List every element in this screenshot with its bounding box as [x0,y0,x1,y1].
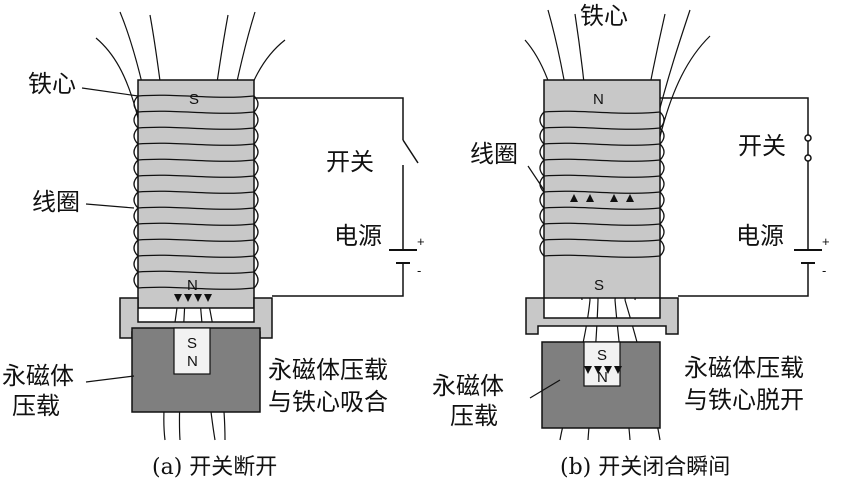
circuit-b [660,97,822,297]
plus-a: + [417,234,425,249]
diagram-b: N S S N [432,2,830,480]
magnet-top-pole-a: S [187,335,197,352]
state-a-1: 永磁体压载 [268,356,388,384]
magnet-arrows-b [584,366,622,374]
label-coil-a: 线圈 [32,188,80,216]
state-a-2: 与铁心吸合 [268,388,388,416]
magnet-label-b-1: 永磁体 [432,372,504,400]
state-b-1: 永磁体压载 [684,354,804,382]
core-bottom-pole-a: N [187,277,198,294]
core-pole-a: S [189,91,199,108]
magnet-label-a-1: 永磁体 [2,362,74,390]
state-b-2: 与铁心脱开 [684,386,804,414]
caption-b: (b) 开关闭合瞬间 [560,455,730,480]
magnet-label-a-2: 压载 [12,392,60,420]
iron-core-a [137,79,255,309]
core-top-pole-b: N [593,91,604,108]
label-core-b: 铁心 [580,2,628,30]
diagram-a: S N [2,11,425,480]
minus-b: - [822,263,826,278]
bracket-b [525,297,679,335]
minus-a: - [417,263,421,278]
leaders-b [527,165,561,399]
label-coil-b: 线圈 [470,140,518,168]
label-core-a: 铁心 [28,70,76,98]
label-source-b: 电源 [736,222,784,250]
magnet-bottom-pole-a: N [187,353,198,370]
leaders-a [81,87,139,383]
magnet-bottom-pole-b: N [597,369,608,386]
label-switch-b: 开关 [738,132,786,160]
magnet-label-b-2: 压载 [450,402,498,430]
coil-a [133,94,259,290]
field-arrows-b [570,194,634,202]
plus-b: + [822,234,830,249]
label-switch-a: 开关 [326,148,374,176]
iron-core-b [543,79,661,299]
label-source-a: 电源 [334,222,382,250]
magnet-insert-b [583,341,621,387]
field-arrows-a [174,294,212,302]
circuit-a [254,97,419,297]
coil-b [539,110,665,258]
magnet-top-pole-b: S [597,347,607,364]
magnet-insert-a [173,327,211,375]
core-bottom-pole-b: S [594,277,604,294]
caption-a: (a) 开关断开 [152,455,277,480]
